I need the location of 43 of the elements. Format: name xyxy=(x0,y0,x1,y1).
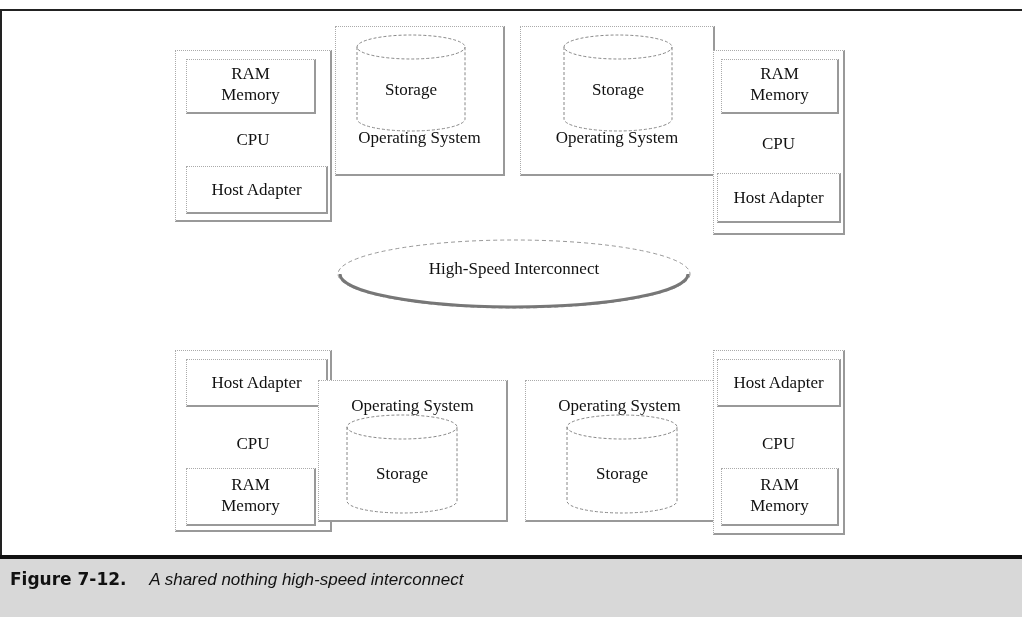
storage-cylinder xyxy=(566,415,678,513)
storage-cylinder xyxy=(563,35,673,131)
component-label: RAM Memory xyxy=(749,63,810,105)
component-box xyxy=(186,359,328,407)
component-box xyxy=(721,468,839,526)
storage-cylinder xyxy=(346,415,458,513)
component-label: CPU xyxy=(236,433,270,454)
component-label: Storage xyxy=(592,79,644,100)
component-label: RAM Memory xyxy=(220,63,281,105)
component-label: Storage xyxy=(376,463,428,484)
storage-cylinder xyxy=(356,35,466,131)
component-box xyxy=(520,26,715,176)
component-box xyxy=(525,380,715,522)
component-box xyxy=(175,50,332,222)
component-label: CPU xyxy=(761,133,796,154)
component-box xyxy=(713,50,845,235)
component-label: RAM Memory xyxy=(749,474,810,516)
component-label: Host Adapter xyxy=(733,187,824,208)
interconnect-ellipse xyxy=(336,238,692,310)
component-box xyxy=(186,166,328,214)
figure-caption: Figure 7-12. A shared nothing high-speed interconnect xyxy=(10,569,464,590)
component-label: High-Speed Interconnect xyxy=(428,258,600,279)
component-label: CPU xyxy=(761,433,796,454)
component-label: Operating System xyxy=(555,127,679,148)
component-box xyxy=(713,350,845,535)
component-label: Storage xyxy=(385,79,437,100)
component-box xyxy=(721,59,839,114)
component-label: Operating System xyxy=(358,127,481,148)
component-box xyxy=(717,173,841,223)
component-label: CPU xyxy=(236,129,270,150)
component-box xyxy=(318,380,508,522)
component-label: Operating System xyxy=(558,395,681,416)
component-label: RAM Memory xyxy=(220,474,281,516)
component-box xyxy=(335,26,505,176)
component-label: Host Adapter xyxy=(733,372,824,393)
component-box xyxy=(175,350,332,532)
component-label: Storage xyxy=(596,463,648,484)
component-box xyxy=(717,359,841,407)
component-box xyxy=(186,468,316,526)
component-label: Host Adapter xyxy=(211,372,302,393)
component-label: Host Adapter xyxy=(211,179,302,200)
component-box xyxy=(186,59,316,114)
component-label: Operating System xyxy=(351,395,474,416)
